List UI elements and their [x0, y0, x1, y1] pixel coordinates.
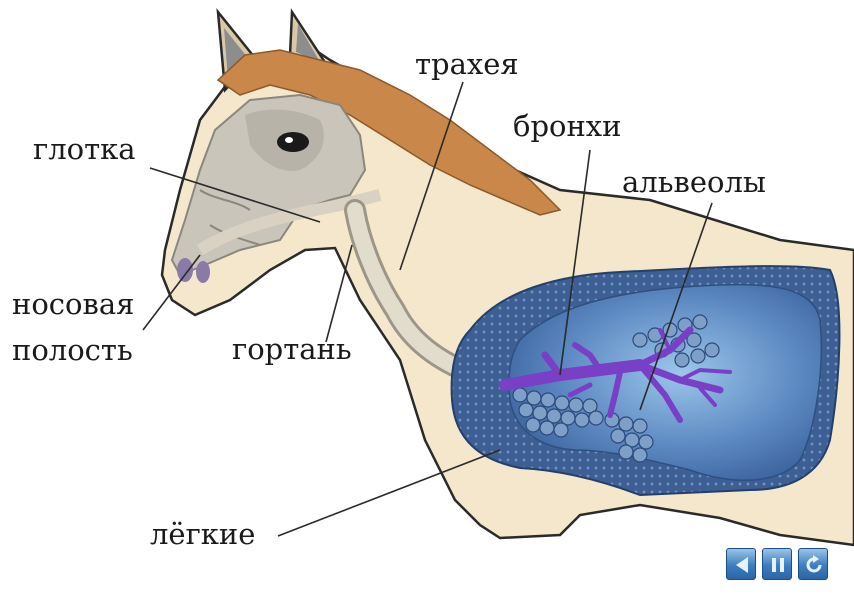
label-alveoli: альвеолы: [622, 168, 766, 197]
replay-button[interactable]: [798, 548, 828, 580]
nostril-front: [177, 258, 193, 282]
back-button[interactable]: [726, 548, 756, 580]
label-nasal-line1: носовая: [12, 290, 134, 319]
nostril-back: [196, 261, 210, 283]
label-bronchi: бронхи: [513, 112, 622, 141]
eye: [277, 132, 309, 152]
back-icon: [727, 549, 757, 581]
pause-button[interactable]: [762, 548, 792, 580]
label-nasal-line2: полость: [12, 336, 133, 365]
label-trachea: трахея: [415, 50, 519, 79]
label-lungs: лёгкие: [150, 520, 255, 549]
label-pharynx: глотка: [33, 135, 136, 164]
label-larynx: гортань: [232, 335, 352, 364]
pause-icon: [763, 549, 793, 581]
replay-icon: [799, 549, 829, 581]
